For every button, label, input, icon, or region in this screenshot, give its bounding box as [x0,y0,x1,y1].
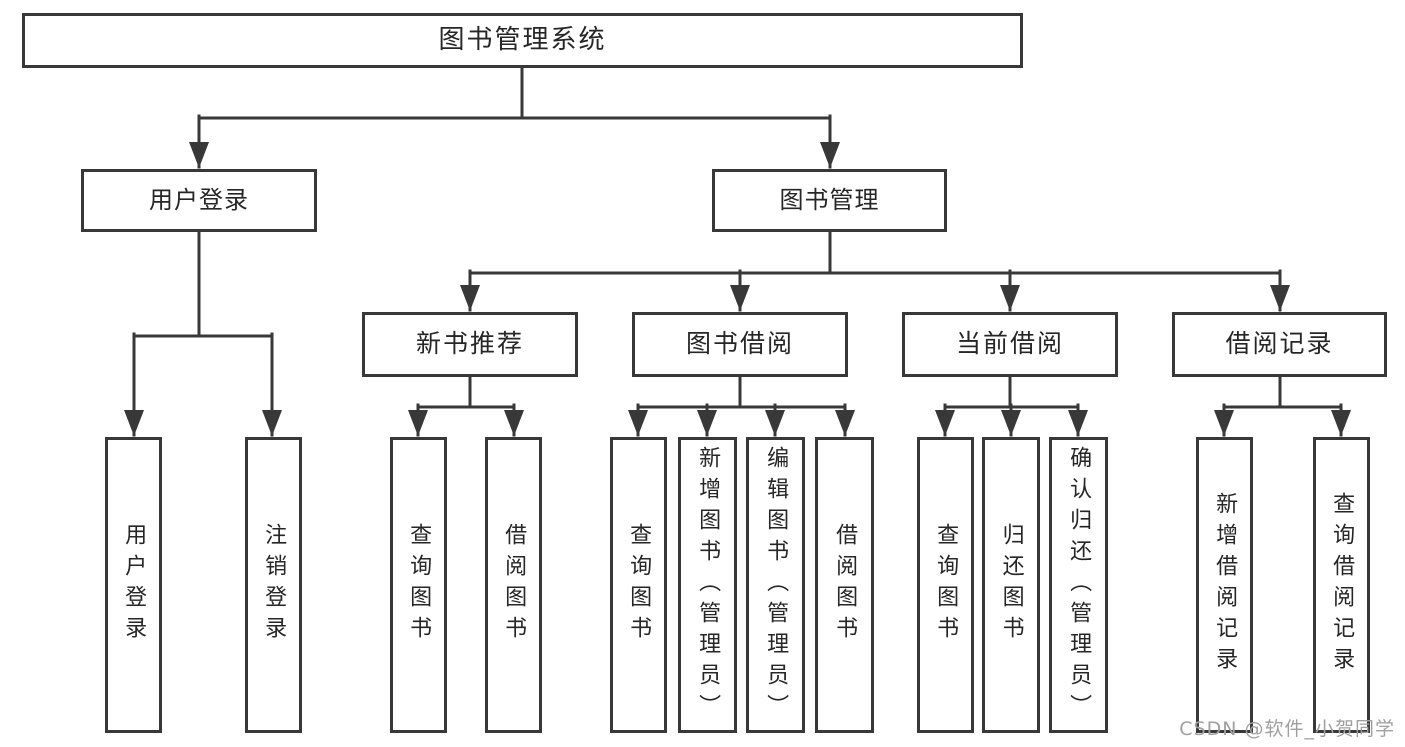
leaf-return-books: 归还图书 [982,437,1040,733]
leaf-borrow-books-recommend: 借阅图书 [485,437,542,733]
node-system-root: 图书管理系统 [22,13,1023,68]
leaf-add-borrow-record: 新增借阅记录 [1196,437,1253,733]
leaf-query-books-current: 查询图书 [917,437,974,733]
node-book-borrow: 图书借阅 [632,312,848,377]
node-user-login-branch: 用户登录 [81,169,317,232]
leaf-add-book-admin: 新增图书（管理员） [678,437,737,733]
leaf-query-borrow-record: 查询借阅记录 [1313,437,1370,733]
node-new-book-recommend: 新书推荐 [362,312,578,377]
leaf-user-login: 用户登录 [105,437,162,733]
node-current-borrow: 当前借阅 [902,312,1118,377]
watermark: CSDN @软件_小贺同学 [1179,718,1395,740]
node-borrow-records: 借阅记录 [1172,312,1387,377]
leaf-edit-book-admin: 编辑图书（管理员） [746,437,805,733]
node-book-management-branch: 图书管理 [712,169,947,232]
leaf-logout: 注销登录 [245,437,302,733]
leaf-query-books-recommend: 查询图书 [390,437,447,733]
leaf-borrow-books: 借阅图书 [815,437,874,733]
leaf-query-books-borrow: 查询图书 [610,437,667,733]
leaf-confirm-return-admin: 确认归还（管理员） [1049,437,1108,733]
